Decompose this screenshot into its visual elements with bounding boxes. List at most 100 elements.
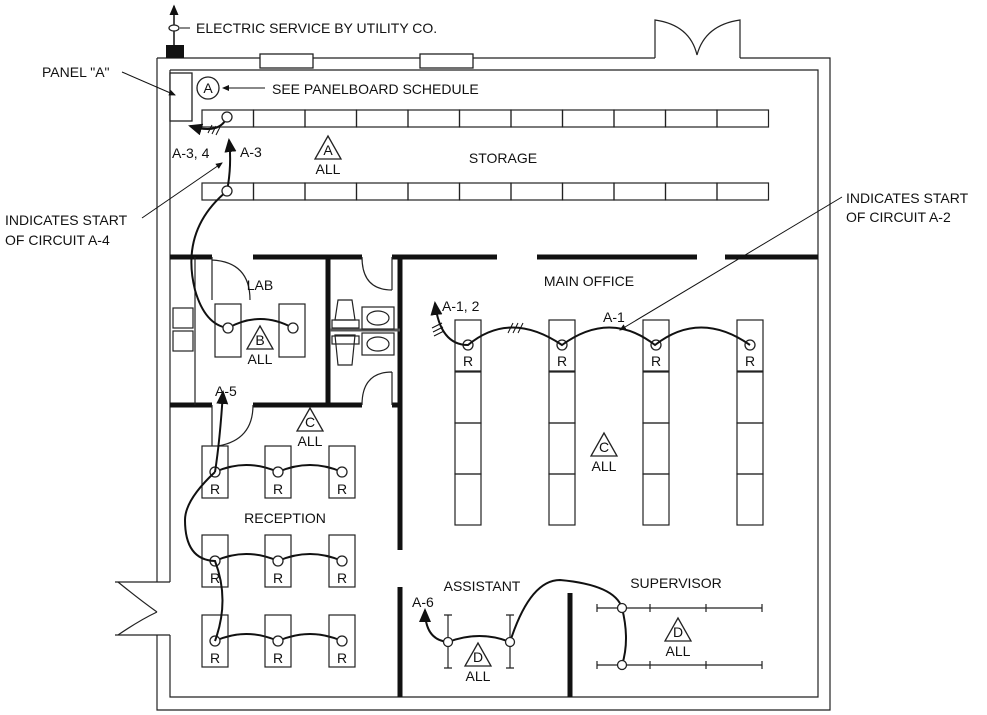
circuit-a5: A-5: [215, 383, 237, 399]
fixture-type-triangle: [463, 641, 493, 667]
desk: [642, 319, 670, 372]
panel-ref: A: [203, 80, 213, 96]
service-meter-icon: [166, 45, 184, 58]
room-reception: RECEPTION: [244, 510, 326, 526]
storage-shelves: [201, 109, 770, 201]
receptacle-label: R: [651, 353, 661, 369]
circuit-a3: A-3: [240, 144, 262, 160]
receptacle-icon: [272, 466, 284, 478]
receptacle-icon: [336, 555, 348, 567]
fixture-type-triangle: [245, 324, 275, 350]
shelf-cell: [304, 109, 358, 128]
restroom-fixtures: [330, 299, 400, 366]
fixture-type-triangle: [589, 431, 619, 457]
shelf-cell: [613, 182, 667, 201]
circuit-a34: A-3, 4: [172, 145, 210, 161]
fixture-all-label: ALL: [466, 668, 491, 684]
receptacle-label: R: [210, 650, 220, 666]
receptacle-label: R: [273, 570, 283, 586]
room-assistant: ASSISTANT: [444, 578, 521, 594]
circuit-a1: A-1: [603, 309, 625, 325]
desk: [548, 371, 576, 424]
receptacle-label: R: [337, 481, 347, 497]
room-supervisor: SUPERVISOR: [630, 575, 722, 591]
desk: [548, 422, 576, 475]
electric-service: ELECTRIC SERVICE BY UTILITY CO.: [166, 4, 437, 58]
desk: [264, 445, 292, 499]
receptacle-label: R: [210, 481, 220, 497]
shelf-cell: [561, 182, 615, 201]
service-label: ELECTRIC SERVICE BY UTILITY CO.: [196, 20, 437, 36]
start-a4-note-2: OF CIRCUIT A-4: [5, 232, 110, 248]
shelf-cell: [716, 109, 770, 128]
room-main-office: MAIN OFFICE: [544, 273, 634, 289]
shelf-cell: [355, 109, 409, 128]
desk: [201, 445, 229, 499]
window: [259, 53, 314, 69]
panel-ref-circle: [196, 76, 220, 100]
start-a2-note: INDICATES START: [846, 190, 969, 206]
shelf-cell: [458, 109, 512, 128]
shelf-cell: [458, 182, 512, 201]
receptacle-label: R: [273, 650, 283, 666]
fixture-type-letter: B: [255, 332, 264, 348]
start-a2-note-2: OF CIRCUIT A-2: [846, 209, 951, 225]
desk: [454, 371, 482, 424]
panel-a: [169, 72, 193, 122]
desk: [548, 319, 576, 372]
fixture-type-letter: D: [673, 624, 683, 640]
shelf-cell: [716, 182, 770, 201]
shelf-cell: [510, 182, 564, 201]
room-lab: LAB: [247, 277, 273, 293]
receptacle-label: R: [337, 650, 347, 666]
receptacle-icon: [272, 555, 284, 567]
fixture-all-label: ALL: [298, 433, 323, 449]
fixture-type-triangle: [295, 406, 325, 432]
shelf-cell: [664, 182, 718, 201]
circuit-a12: A-1, 2: [442, 298, 480, 314]
fixture-all-label: ALL: [592, 458, 617, 474]
shelf-cell: [613, 109, 667, 128]
desk: [642, 473, 670, 526]
shelf-cell: [355, 182, 409, 201]
shelf-cell: [252, 182, 306, 201]
shelf-cell: [407, 109, 461, 128]
receptacle-label: R: [463, 353, 473, 369]
desk: [328, 534, 356, 588]
shelf-cell: [407, 182, 461, 201]
fixture-all-label: ALL: [248, 351, 273, 367]
desk: [736, 319, 764, 372]
desk: [264, 614, 292, 668]
desk: [736, 371, 764, 424]
desk: [201, 534, 229, 588]
desk: [328, 614, 356, 668]
receptacle-icon: [272, 635, 284, 647]
fixture-type-letter: C: [305, 414, 315, 430]
fixture-all-label: ALL: [316, 161, 341, 177]
desk: [454, 422, 482, 475]
desk: [736, 422, 764, 475]
fixture-type-triangle: [663, 616, 693, 642]
shelf-cell: [510, 109, 564, 128]
desk: [642, 422, 670, 475]
desk: [454, 473, 482, 526]
shelf-cell: [304, 182, 358, 201]
receptacle-label: R: [745, 353, 755, 369]
fixture-type-triangle: [313, 134, 343, 160]
receptacle-label: R: [210, 570, 220, 586]
shelf-cell: [664, 109, 718, 128]
receptacle-icon: [336, 635, 348, 647]
schedule-label: SEE PANELBOARD SCHEDULE: [272, 81, 479, 97]
circuit-a6: A-6: [412, 594, 434, 610]
desk: [328, 445, 356, 499]
fixture-all-label: ALL: [666, 643, 691, 659]
receptacle-label: R: [557, 353, 567, 369]
desk: [736, 473, 764, 526]
window: [419, 53, 474, 69]
desk: [548, 473, 576, 526]
desk: [264, 534, 292, 588]
